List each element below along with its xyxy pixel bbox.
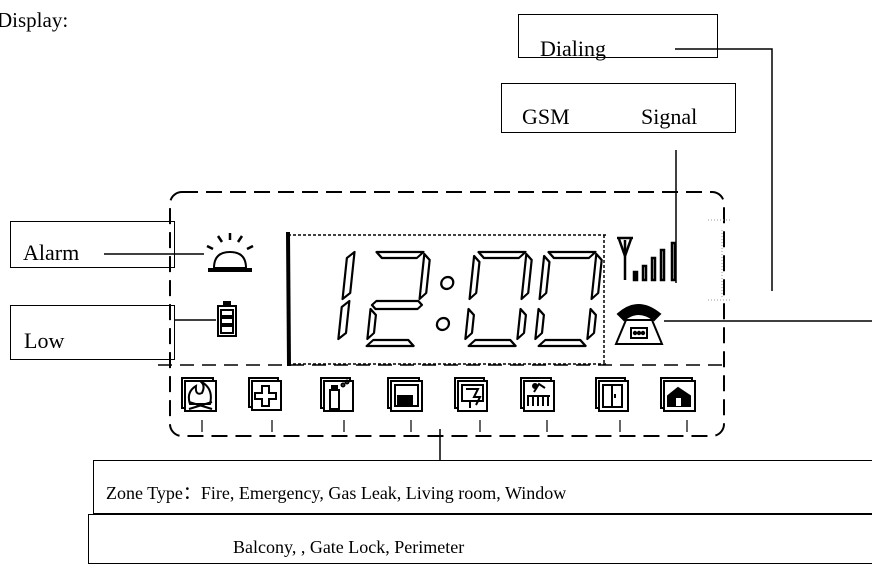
living-room-icon: [387, 377, 423, 412]
gas-cylinder-icon: [320, 377, 354, 412]
fire-icon: [181, 377, 217, 412]
balcony-icon: [520, 377, 555, 412]
alarm-bell-icon: [206, 233, 254, 272]
dialing-label: Dialing: [540, 36, 606, 61]
battery-icon: [217, 301, 237, 337]
zone-type-line2: Balcony, , Gate Lock, Perimeter: [233, 537, 465, 557]
emergency-cross-icon: [248, 377, 282, 411]
display-heading: Display:: [0, 8, 69, 32]
perimeter-icon: [660, 377, 696, 412]
telephone-icon: [614, 304, 664, 345]
dotted-marks: [708, 219, 730, 301]
gsm-signal-box: [501, 83, 736, 133]
signal-label: Signal: [641, 104, 698, 129]
lcd-panel-outline: [169, 191, 725, 437]
gsm-label: GSM: [522, 104, 570, 129]
alarm-label: Alarm: [23, 240, 80, 265]
digit-1: [337, 250, 356, 341]
alarm-box: [10, 221, 175, 268]
zone-ticks: [201, 420, 688, 432]
dialing-box: [518, 14, 718, 58]
zone-type-box-2: [88, 514, 872, 564]
digit-0: [534, 250, 603, 348]
zone-type-box: [93, 460, 872, 514]
digit-0: [464, 250, 533, 348]
low-box: [10, 305, 175, 360]
colon-dot: [440, 275, 455, 291]
colon-dot: [435, 316, 451, 332]
clock-digits: [337, 250, 603, 348]
leader-lines: [104, 48, 872, 460]
low-label: Low: [24, 328, 65, 353]
zone-icons: [181, 377, 696, 412]
gate-lock-icon: [595, 377, 629, 412]
zone-type-line1: Zone Type：Fire, Emergency, Gas Leak, Liv…: [106, 483, 567, 503]
digit-2: [365, 250, 431, 348]
clock-frame: [286, 231, 606, 367]
signal-icon: [617, 236, 677, 282]
window-icon: [454, 377, 488, 412]
